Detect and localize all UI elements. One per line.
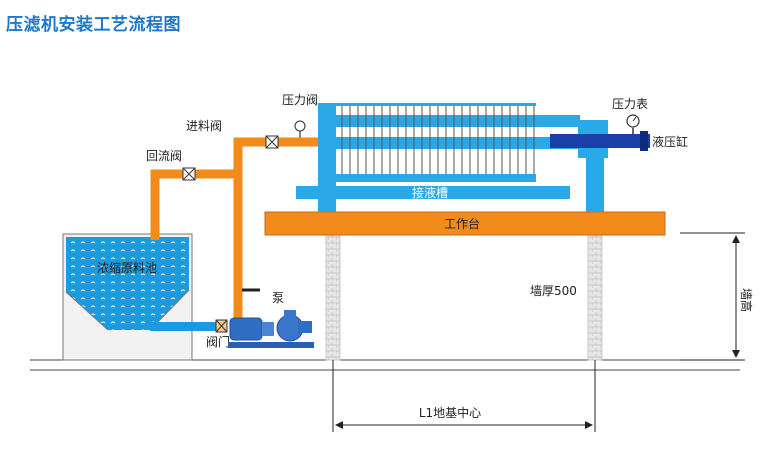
drip-tray-label: 接液槽: [412, 185, 448, 200]
front-frame: [318, 103, 336, 212]
gauge-needle: [632, 116, 637, 122]
valve-label: 阀门: [206, 334, 230, 349]
page-title: 压滤机安装工艺流程图: [6, 15, 181, 35]
drip-tray: [296, 186, 570, 199]
hydraulic-cylinder-label: 液压缸: [652, 134, 688, 149]
wall-right: [587, 234, 603, 361]
filter-plates: [341, 105, 535, 174]
tank-hopper-left: [65, 291, 109, 331]
wall-height-label: 墙高: [739, 288, 754, 312]
hydraulic-cylinder: [550, 134, 650, 148]
wall-thickness-label: 墙厚500: [530, 284, 577, 298]
pump-label: 泵: [272, 291, 284, 305]
tank-liquid: [66, 237, 189, 330]
bottom-valve-cross: [215, 319, 228, 333]
pump-motor-icon: [228, 310, 314, 348]
tank-label: 浓缩原料池: [97, 260, 157, 275]
pressure-gauge-label: 压力表: [612, 97, 648, 111]
inlet-valve-label: 进料阀: [186, 119, 222, 133]
pressure-valve-gauge-icon: [294, 120, 306, 132]
wall-left: [325, 234, 341, 361]
plate-top-rail: [336, 103, 536, 106]
bottom-beam: [336, 137, 580, 149]
return-valve-cross: [182, 167, 196, 181]
cylinder-end-cap: [640, 131, 648, 151]
return-valve-label: 回流阀: [146, 149, 182, 163]
plate-base: [336, 174, 536, 182]
tank-outlet-pipe: [150, 322, 216, 331]
pressure-valve-label: 压力阀: [282, 93, 318, 107]
workbench-label: 工作台: [444, 216, 480, 231]
top-beam: [336, 115, 580, 127]
inlet-valve-cross: [265, 135, 279, 149]
pipeline: [150, 137, 318, 322]
workbench: [264, 211, 666, 236]
base-center-label: L1地基中心: [419, 405, 481, 420]
